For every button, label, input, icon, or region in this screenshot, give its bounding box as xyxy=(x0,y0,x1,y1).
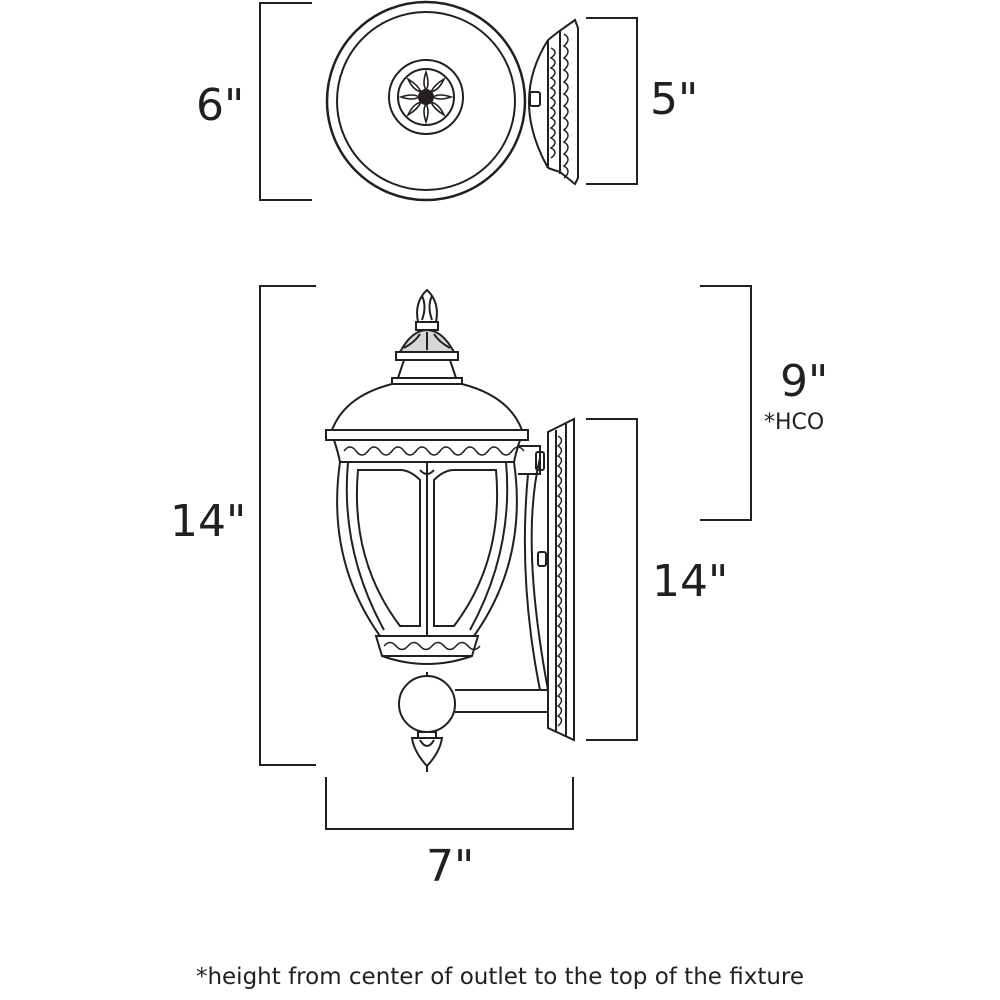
top-view xyxy=(259,0,638,202)
mounting-arm xyxy=(455,445,549,713)
lantern-glass xyxy=(336,461,518,637)
dim-bracket-width xyxy=(325,777,574,830)
finial-bottom-icon xyxy=(410,731,444,772)
lantern-dome xyxy=(330,383,524,431)
side-view xyxy=(259,285,752,830)
label-backplate-height: 14" xyxy=(652,556,729,607)
label-top-depth: 6" xyxy=(196,80,245,131)
backplate-top-view xyxy=(528,18,579,186)
dim-bracket-overall-height xyxy=(259,285,316,766)
medallion-icon xyxy=(388,59,464,135)
decorative-band-bottom xyxy=(374,635,481,665)
fixture-top-inner-ring xyxy=(336,11,516,191)
dim-bracket-top-depth xyxy=(259,2,312,201)
decorative-band-top xyxy=(332,439,525,463)
label-hco-marker: *HCO xyxy=(764,410,825,435)
finial-top-icon xyxy=(391,288,463,385)
dim-bracket-backplate-height xyxy=(586,418,638,741)
ball-knuckle xyxy=(398,675,456,733)
dim-bracket-hco xyxy=(700,285,752,521)
dome-rim xyxy=(325,429,529,441)
footnote: *height from center of outlet to the top… xyxy=(195,964,805,990)
dim-bracket-top-backplate xyxy=(586,17,638,185)
fixture-top-outer-ring xyxy=(325,0,527,202)
backplate-side-view xyxy=(547,417,575,742)
label-top-backplate: 5" xyxy=(650,74,699,125)
label-overall-height: 14" xyxy=(170,496,247,547)
label-width: 7" xyxy=(426,841,475,892)
label-hco-height: 9" xyxy=(780,356,829,407)
